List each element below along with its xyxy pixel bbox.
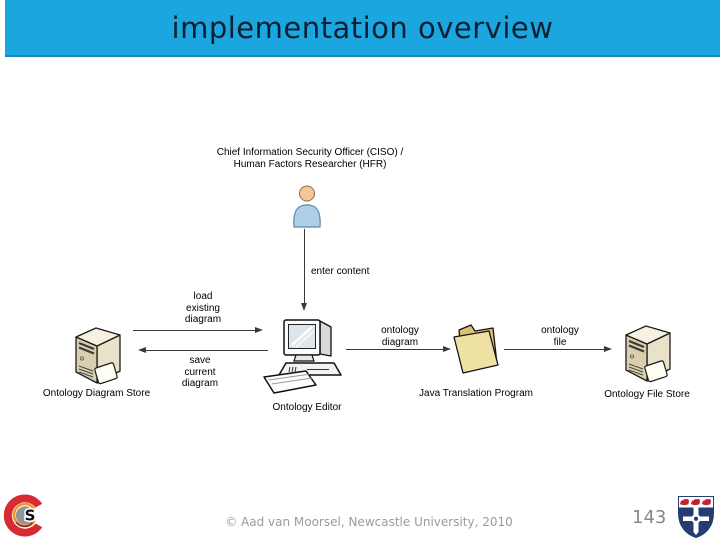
university-crest: [678, 496, 714, 539]
crest-lions: [680, 498, 711, 506]
edge-label-load-line1: load: [193, 291, 213, 302]
actor-label: Chief Information Security Officer (CISO…: [160, 147, 460, 170]
csr-logo: S: [3, 494, 43, 537]
csr-logo-letter: S: [25, 507, 36, 525]
node-label-diagram-store: Ontology Diagram Store: [42, 388, 151, 399]
edge-label-save-line2: current: [184, 366, 216, 378]
arrow-load-line: [133, 330, 255, 331]
server-icon: [75, 327, 121, 385]
server-icon: [625, 325, 671, 383]
edge-label-load-line3: diagram: [184, 314, 222, 325]
arrow-load-head: [255, 327, 263, 333]
slide-title: implementation overview: [171, 10, 554, 45]
page-number: 143: [632, 507, 667, 528]
edge-label-ontology-file-line2: file: [553, 336, 567, 348]
edge-label-ontology-diagram-line1: ontology: [381, 325, 419, 336]
arrow-save-line: [146, 350, 268, 351]
title-bar: implementation overview: [5, 0, 720, 57]
edge-label-enter-content: enter content: [311, 266, 370, 277]
folder-icon: [453, 324, 499, 374]
edge-label-save-line3: diagram: [181, 378, 219, 389]
actor-label-line2: Human Factors Researcher (HFR): [233, 158, 387, 170]
node-label-file-store: Ontology File Store: [604, 389, 690, 400]
edge-label-ontology-diagram: ontology diagram: [365, 325, 435, 348]
edge-label-save: save current diagram: [152, 355, 248, 390]
arrow-save-head: [138, 347, 146, 353]
edge-label-ontology-diagram-line2: diagram: [381, 336, 419, 348]
edge-label-ontology-file: ontology file: [525, 325, 595, 348]
arrow-ontology-file-line: [504, 349, 604, 350]
node-label-java-program: Java Translation Program: [419, 388, 533, 399]
edge-label-load-line2: existing: [186, 302, 220, 314]
footer-credit: © Aad van Moorsel, Newcastle University,…: [225, 515, 513, 529]
arrow-ontology-diagram-line: [346, 349, 443, 350]
person-icon: [293, 185, 321, 228]
edge-label-load: load existing diagram: [155, 291, 251, 326]
actor-label-line1: Chief Information Security Officer (CISO…: [216, 147, 404, 158]
computer-icon: [263, 319, 342, 394]
arrow-ontology-diagram-head: [443, 346, 451, 352]
edge-label-save-line1: save: [189, 355, 211, 366]
arrow-enter-content-line: [304, 229, 305, 303]
node-label-editor: Ontology Editor: [272, 402, 342, 413]
edge-label-ontology-file-line1: ontology: [541, 325, 579, 336]
arrow-ontology-file-head: [604, 346, 612, 352]
arrow-enter-content-head: [301, 303, 307, 311]
